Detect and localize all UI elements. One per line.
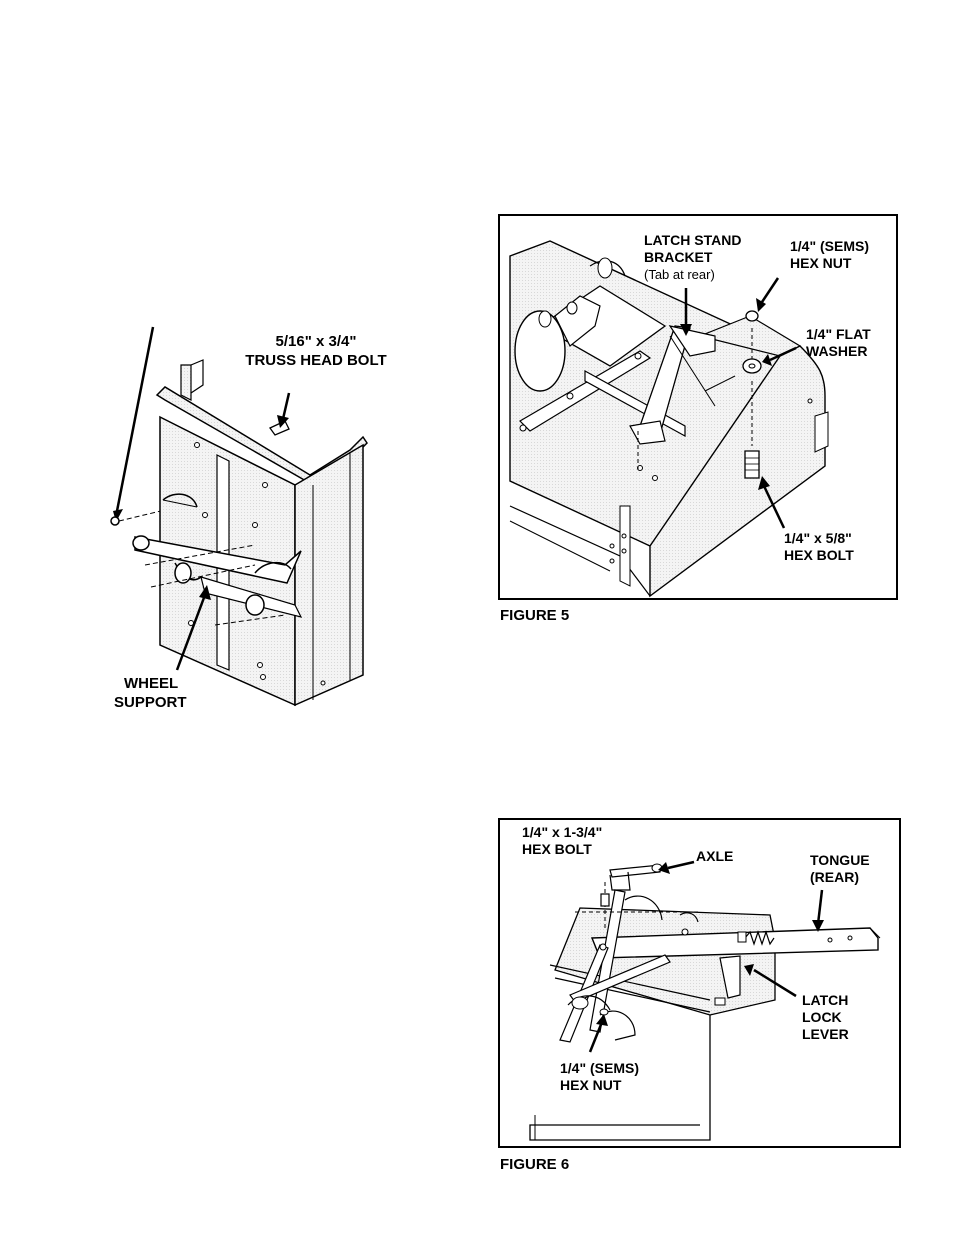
sems-hex-nut-label: 1/4" (SEMS) HEX NUT xyxy=(790,238,869,272)
f6-nut-line2: HEX NUT xyxy=(560,1077,639,1094)
tongue-rear-label: TONGUE (REAR) xyxy=(810,852,870,886)
tongue-line2: (REAR) xyxy=(810,869,870,886)
truss-bolt-line2: TRUSS HEAD BOLT xyxy=(240,351,392,370)
latch-lock-lever-label: LATCH LOCK LEVER xyxy=(802,992,849,1043)
washer-line2: WASHER xyxy=(806,343,871,360)
figure5-frame: LATCH STAND BRACKET (Tab at rear) 1/4" (… xyxy=(498,214,898,600)
sems-nut-line2: HEX NUT xyxy=(790,255,869,272)
hex-bolt-label: 1/4" x 5/8" HEX BOLT xyxy=(784,530,854,564)
bolt-line1: 1/4" x 5/8" xyxy=(784,530,854,547)
f6-latch-line1: LATCH xyxy=(802,992,849,1009)
truss-head-bolt-label: 5/16" x 3/4" TRUSS HEAD BOLT xyxy=(240,332,392,370)
f6-latch-line2: LOCK xyxy=(802,1009,849,1026)
f6-sems-nut-label: 1/4" (SEMS) HEX NUT xyxy=(560,1060,639,1094)
hex-bolt-1-3-4-label: 1/4" x 1-3/4" HEX BOLT xyxy=(522,824,602,858)
bolt-line2: HEX BOLT xyxy=(784,547,854,564)
f6-bolt-line1: 1/4" x 1-3/4" xyxy=(522,824,602,841)
latch-stand-bracket-label: LATCH STAND BRACKET (Tab at rear) xyxy=(644,232,741,283)
f6-bolt-line2: HEX BOLT xyxy=(522,841,602,858)
axle-label: AXLE xyxy=(696,848,733,865)
flat-washer-label: 1/4" FLAT WASHER xyxy=(806,326,871,360)
wheel-support-figure xyxy=(105,325,395,715)
wheel-support-drawing xyxy=(105,325,395,715)
wheel-support-line2: SUPPORT xyxy=(114,693,187,712)
f6-latch-line3: LEVER xyxy=(802,1026,849,1043)
latch-line2: BRACKET xyxy=(644,249,741,266)
latch-note: (Tab at rear) xyxy=(644,266,741,283)
truss-bolt-line1: 5/16" x 3/4" xyxy=(240,332,392,351)
sems-nut-line1: 1/4" (SEMS) xyxy=(790,238,869,255)
washer-line1: 1/4" FLAT xyxy=(806,326,871,343)
figure5-caption: FIGURE 5 xyxy=(500,607,569,624)
latch-line1: LATCH STAND xyxy=(644,232,741,249)
figure6-frame: 1/4" x 1-3/4" HEX BOLT AXLE TONGUE (REAR… xyxy=(498,818,901,1148)
tongue-line1: TONGUE xyxy=(810,852,870,869)
wheel-support-line1: WHEEL xyxy=(114,674,187,693)
f6-nut-line1: 1/4" (SEMS) xyxy=(560,1060,639,1077)
wheel-support-label: WHEEL SUPPORT xyxy=(114,674,187,712)
figure6-caption: FIGURE 6 xyxy=(500,1156,569,1173)
